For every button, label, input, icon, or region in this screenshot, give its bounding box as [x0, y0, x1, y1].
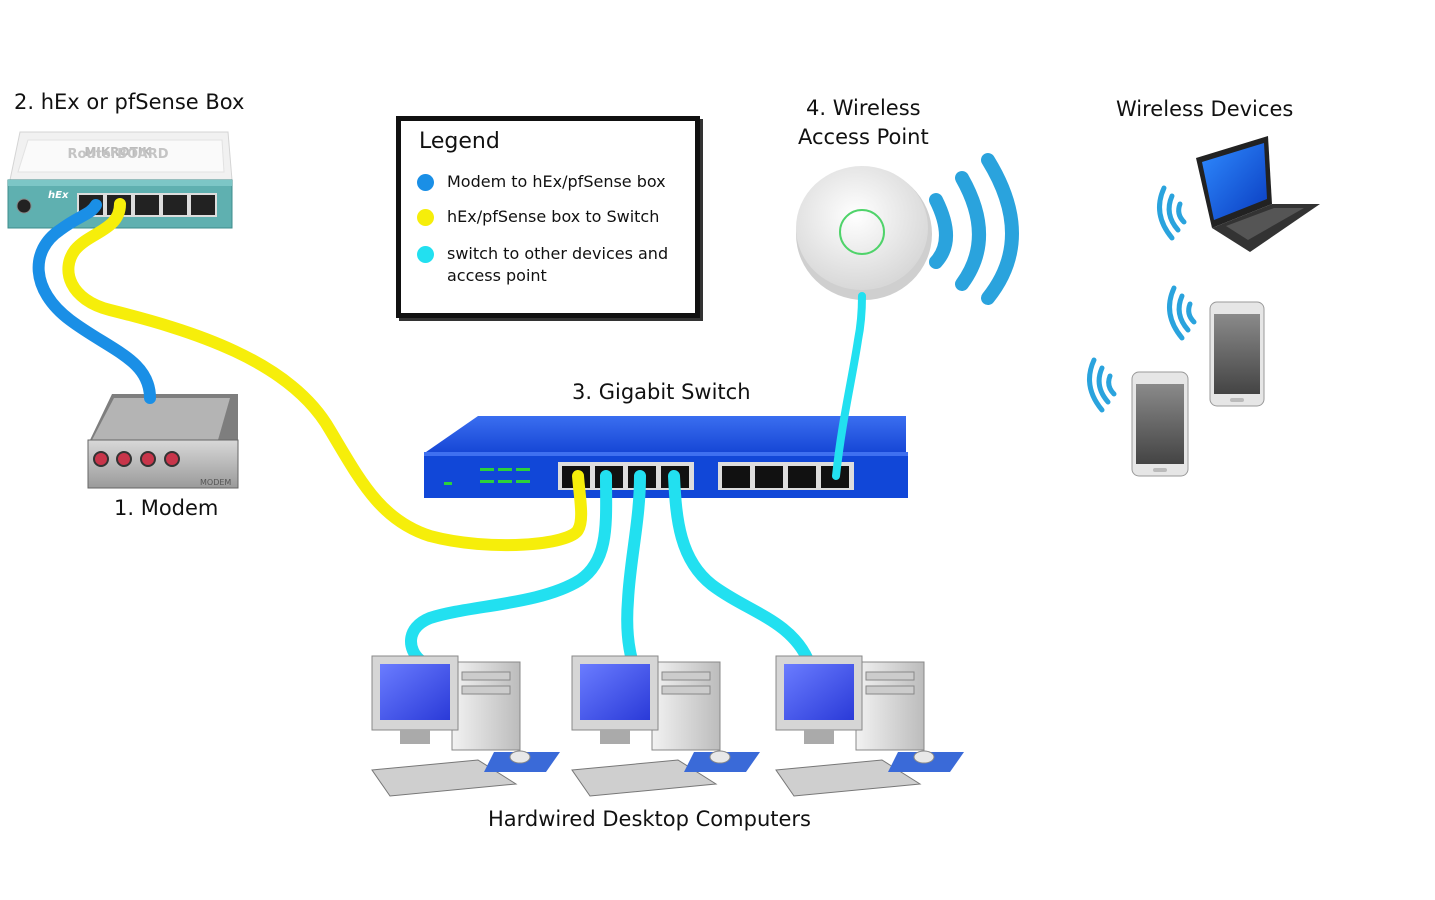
power-jack: [16, 198, 32, 214]
legend-label-blue: Modem to hEx/pfSense box: [447, 172, 666, 191]
legend-dot-yellow: [417, 209, 434, 226]
cable-router-switch: [62, 198, 588, 552]
cable-switch-pc2: [621, 470, 646, 666]
gigabit-switch: [424, 416, 908, 498]
desktop-computer-1: [371, 655, 560, 797]
router-brand: RouterBOARD: [67, 147, 168, 162]
legend-dot-blue: [417, 174, 434, 191]
cable-modem-router: [32, 199, 156, 404]
access-point-label-line1: 4. Wireless: [806, 96, 921, 120]
phone-2-wifi-icon: [1087, 357, 1117, 413]
diagram-title: Stoplagging.com's Home Network Setup: [262, 14, 979, 53]
desktop-computer-2: [571, 655, 760, 797]
legend-box: Legend Modem to hEx/pfSense box hEx/pfSe…: [396, 116, 700, 318]
cable-switch-ap: [832, 292, 866, 480]
switch-label: 3. Gigabit Switch: [572, 380, 751, 404]
router-brand-text: MIKROTIK: [84, 145, 152, 159]
cable-switch-pc1: [405, 470, 613, 666]
legend-title: Legend: [419, 129, 500, 154]
modem-plate: MODEM: [200, 478, 231, 487]
phone-1-wifi-icon: [1167, 285, 1197, 341]
ap-wifi-icon: [929, 153, 1019, 305]
router-model: hEx: [48, 190, 69, 201]
switch-leds: [444, 468, 530, 485]
access-point-label-line2: Access Point: [798, 125, 929, 149]
modem-device: MODEM: [87, 394, 239, 489]
laptop-wifi-icon: [1157, 185, 1187, 241]
desktop-computer-3: [775, 655, 964, 797]
cable-switch-pc3: [668, 470, 814, 666]
phone-1: [1209, 301, 1265, 407]
legend-label-yellow: hEx/pfSense box to Switch: [447, 207, 660, 226]
cables: [32, 198, 866, 666]
phone-2: [1131, 371, 1189, 477]
legend-dot-cyan: [417, 246, 434, 263]
wireless-devices-label: Wireless Devices: [1116, 97, 1294, 121]
modem-label: 1. Modem: [114, 496, 219, 520]
laptop: [1196, 136, 1320, 252]
desktops-label: Hardwired Desktop Computers: [488, 807, 811, 831]
legend-label-cyan: switch to other devices and access point: [447, 244, 669, 285]
access-point: [796, 166, 932, 300]
router-label: 2. hEx or pfSense Box: [14, 90, 245, 114]
